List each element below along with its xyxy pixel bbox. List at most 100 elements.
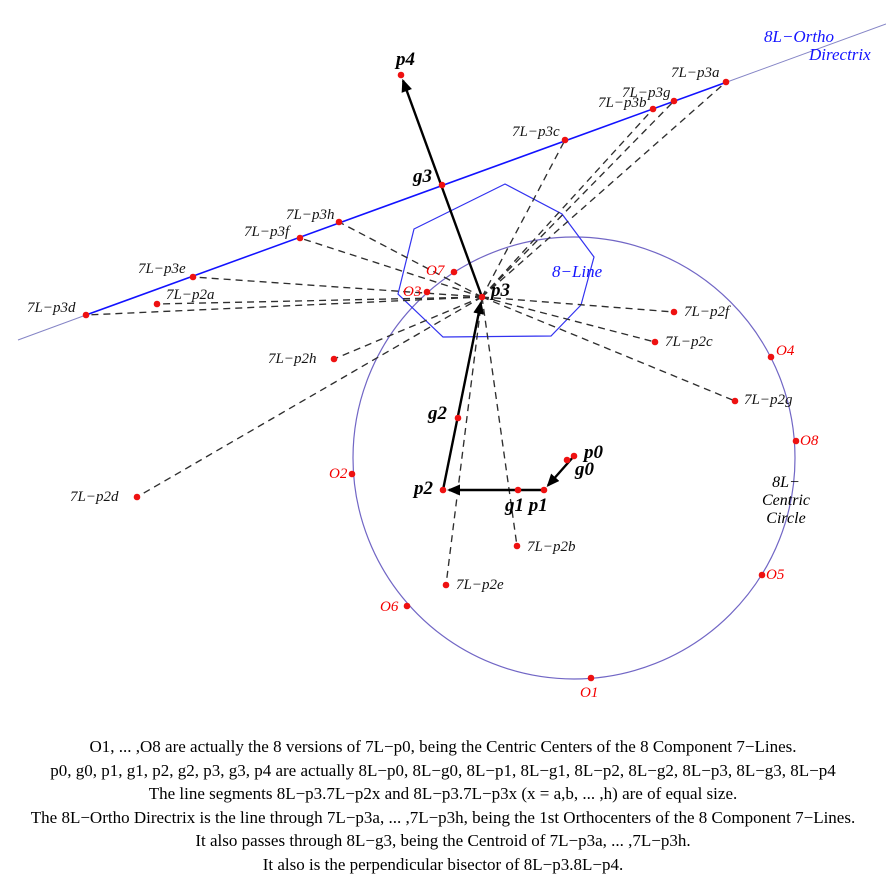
dashed-segment-p2c (481, 296, 656, 343)
label-g0: g0 (574, 459, 595, 480)
point-dot-p0 (570, 452, 578, 460)
label-7L-p2d: 7L−p2d (70, 489, 119, 505)
point-dot-O8 (792, 437, 800, 445)
point-dot-O7 (450, 268, 458, 276)
label-Directrix: Directrix (808, 45, 871, 64)
point-dot-p2c (651, 338, 659, 346)
dashed-segment-p2d (136, 296, 483, 498)
dashed-segment-p3h (338, 221, 483, 298)
label-g1-p1: g1 p1 (504, 495, 548, 516)
label-p2: p2 (412, 478, 434, 499)
label-p4: p4 (394, 49, 415, 70)
label-7L-p2e: 7L−p2e (456, 577, 504, 593)
label-7L-p2g: 7L−p2g (744, 392, 793, 408)
point-dot-p2b (513, 542, 521, 550)
label-7L-p3g: 7L−p3g (622, 85, 671, 101)
point-dot-O6 (403, 602, 411, 610)
point-dot-g3 (438, 181, 446, 189)
label-O8: O8 (800, 433, 819, 449)
label-7L-p3b: 7L−p3b (598, 95, 647, 111)
point-dot-O1 (587, 674, 595, 682)
label-O4: O4 (776, 343, 795, 359)
label-7L-p3a: 7L−p3a (671, 65, 719, 81)
caption-block: O1, ... ,O8 are actually the 8 versions … (0, 735, 886, 877)
label-8L-: 8L− (772, 474, 800, 491)
point-dot-p3c (561, 136, 569, 144)
dashed-segment-p2h (333, 296, 483, 360)
label-O7: O7 (426, 263, 446, 279)
point-dot-p3d (82, 311, 90, 319)
label-7L-p3h: 7L−p3h (286, 207, 334, 223)
label-p3: p3 (489, 280, 510, 301)
dashed-segment-p3d (85, 296, 483, 316)
point-dot-O2 (348, 470, 356, 478)
directrix-extension (17, 314, 87, 341)
point-dot-p3e (189, 273, 197, 281)
dashed-segment-p2b (481, 296, 518, 547)
centric-circle (352, 236, 796, 680)
dashed-segment-p2g (481, 296, 736, 402)
point-dot-p3h (335, 218, 343, 226)
point-dot-O4 (767, 353, 775, 361)
point-dot-p2a (153, 300, 161, 308)
point-dot-p3b (649, 105, 657, 113)
dashed-segment-p3f (299, 237, 483, 298)
caption-line: It also passes through 8L−g3, being the … (195, 831, 691, 851)
point-dot-p3a (722, 78, 730, 86)
label-7L-p2f: 7L−p2f (684, 304, 731, 320)
point-dot-p3 (478, 293, 486, 301)
label-7L-p3f: 7L−p3f (244, 224, 291, 240)
label-7L-p2a: 7L−p2a (166, 287, 214, 303)
ortho-directrix (85, 81, 728, 316)
point-dot-O3 (423, 288, 431, 296)
point-dot-p4 (397, 71, 405, 79)
directrix-extension (726, 23, 886, 83)
label-8L-Ortho: 8L−Ortho (764, 27, 834, 46)
point-dot-p2g (731, 397, 739, 405)
label-8-Line: 8−Line (552, 262, 603, 281)
point-dot-O5 (758, 571, 766, 579)
point-dot-g2 (454, 414, 462, 422)
point-dot-p2e (442, 581, 450, 589)
arrow-p2-p3 (441, 300, 485, 491)
label-7L-p3d: 7L−p3d (27, 300, 76, 316)
dashed-segment-p2a (156, 296, 483, 305)
eight-line-octagon (397, 183, 595, 338)
caption-line: The line segments 8L−p3.7L−p2x and 8L−p3… (148, 784, 738, 804)
point-dot-g0 (563, 456, 571, 464)
label-Centric: Centric (762, 492, 810, 509)
dashed-segment-p2e (445, 296, 483, 586)
label-g3: g3 (412, 166, 432, 187)
label-7L-p2c: 7L−p2c (665, 334, 713, 350)
dashed-segment-p3a (481, 81, 727, 298)
point-dot-p2f (670, 308, 678, 316)
point-dot-g1 (514, 486, 522, 494)
caption-line: p0, g0, p1, g1, p2, g2, p3, g3, p4 are a… (50, 760, 836, 780)
dashed-segment-p3c (481, 139, 566, 298)
point-dot-p2d (133, 493, 141, 501)
point-dot-p3g (670, 97, 678, 105)
label-7L-p3e: 7L−p3e (138, 261, 186, 277)
label-O6: O6 (380, 599, 399, 615)
label-g2: g2 (427, 403, 448, 424)
label-7L-p2b: 7L−p2b (527, 539, 576, 555)
dashed-segment-p3b (481, 108, 654, 298)
arrow-p3-p4 (401, 78, 484, 298)
label-p0: p0 (582, 442, 604, 463)
dashed-segment-p3g (481, 100, 675, 298)
dashed-segment-p3e (192, 276, 483, 298)
caption-line: The 8L−Ortho Directrix is the line throu… (30, 807, 856, 827)
label-O2: O2 (329, 466, 348, 482)
label-O3: O3 (403, 284, 421, 300)
label-O1: O1 (580, 685, 598, 701)
label-O5: O5 (766, 567, 785, 583)
caption-line: O1, ... ,O8 are actually the 8 versions … (89, 737, 797, 756)
point-dot-p3f (296, 234, 304, 242)
dashed-segment-p2f (481, 296, 675, 313)
point-dot-p2 (439, 486, 447, 494)
label-Circle: Circle (766, 510, 805, 527)
point-dot-p2h (330, 355, 338, 363)
point-dot-p1 (540, 486, 548, 494)
